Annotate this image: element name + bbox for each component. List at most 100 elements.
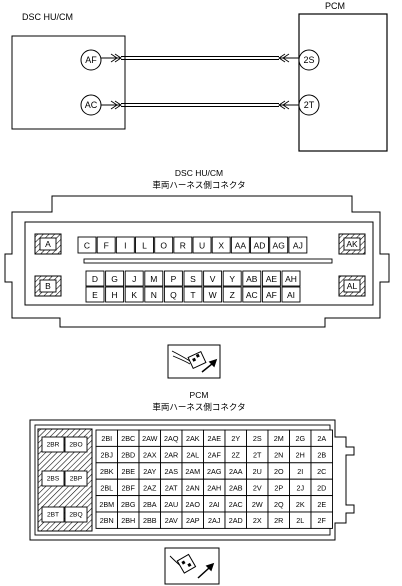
pcm-pin-2be: 2BE: [117, 462, 140, 480]
pcm-pin-2bm-label: 2BM: [99, 500, 114, 509]
pcm-pin-2g: 2G: [289, 429, 312, 447]
pin-label-2s: 2S: [303, 55, 314, 65]
pcm-pin-2ae-label: 2AE: [207, 434, 221, 443]
harness-view-symbol-pcm: [164, 547, 220, 585]
pcm-pin-2an: 2AN: [181, 478, 204, 497]
pcm-pin-2k-label: 2K: [296, 500, 305, 509]
dsc-pin-j: J: [124, 270, 144, 287]
pcm-pin-2bc: 2BC: [117, 429, 140, 447]
dsc-pin-u-label: U: [199, 241, 205, 251]
pcm-pin-2bc-label: 2BC: [121, 434, 135, 443]
pcm-pin-2au-label: 2AU: [164, 500, 178, 509]
pin-label-2t: 2T: [304, 100, 315, 110]
pcm-pin-2bo-label: 2BO: [69, 442, 82, 449]
pcm-pin-2an-label: 2AN: [186, 483, 200, 492]
pcm-pin-2y-label: 2Y: [231, 434, 240, 443]
pcm-pin-2j-label: 2J: [296, 483, 304, 492]
dsc-pin-v: V: [203, 270, 223, 287]
pcm-pin-2ad: 2AD: [224, 511, 247, 529]
pcm-pin-2q: 2Q: [267, 495, 290, 513]
dsc-pin-n-label: N: [151, 290, 157, 300]
dsc-pin-k: K: [124, 286, 144, 303]
dsc-pin-b: B: [34, 275, 62, 297]
pcm-pin-2ah-label: 2AH: [207, 483, 221, 492]
dsc-pin-ai-label: AI: [287, 290, 295, 300]
pcm-pin-2au: 2AU: [160, 495, 183, 513]
pin-circle-2s: 2S: [298, 49, 320, 71]
dsc-pin-o-label: O: [160, 241, 167, 251]
pcm-pin-2bj: 2BJ: [95, 445, 118, 464]
pcm-pin-2as: 2AS: [160, 462, 183, 480]
pcm-pin-2br-label: 2BR: [47, 442, 60, 449]
dsc-pin-i: I: [115, 236, 135, 254]
dsc-pin-ab-label: AB: [246, 274, 258, 284]
pcm-pin-2ap: 2AP: [181, 511, 204, 529]
pcm-pin-2bb: 2BB: [138, 511, 161, 529]
pcm-pin-2az-label: 2AZ: [143, 483, 157, 492]
pcm-pin-2bm: 2BM: [95, 495, 118, 513]
pcm-pin-2l: 2L: [289, 511, 312, 529]
pcm-pin-2s-label: 2S: [253, 434, 262, 443]
pcm-pin-2o: 2O: [267, 462, 290, 480]
pcm-pin-2am: 2AM: [181, 462, 204, 480]
pcm-pin-2r-label: 2R: [274, 516, 283, 525]
pin-circle-ac: AC: [80, 94, 102, 116]
dsc-pin-p-label: P: [171, 274, 177, 284]
dsc-pin-ag: AG: [269, 236, 289, 254]
pcm-pin-2c: 2C: [310, 462, 333, 480]
dsc-pin-f: F: [96, 236, 116, 254]
pin-label-af: AF: [85, 55, 97, 65]
pcm-pin-2ag-label: 2AG: [207, 467, 222, 476]
pcm-pin-2as-label: 2AS: [164, 467, 178, 476]
pcm-pin-2ag: 2AG: [203, 462, 226, 480]
pcm-pin-2ak: 2AK: [181, 429, 204, 447]
pcm-connector-title-line2: 車両ハーネス側コネクタ: [152, 402, 245, 412]
dsc-pin-f-label: F: [104, 241, 109, 251]
pcm-pin-2bh: 2BH: [117, 511, 140, 529]
pcm-pin-2a-label: 2A: [317, 434, 326, 443]
dsc-pin-l-label: L: [142, 241, 147, 251]
pcm-pin-2br: 2BR: [41, 436, 65, 453]
dsc-pin-l: L: [135, 236, 154, 254]
pcm-pin-2bi: 2BI: [95, 429, 118, 447]
pcm-pin-2ay-label: 2AY: [143, 467, 156, 476]
pcm-pin-2l-label: 2L: [296, 516, 304, 525]
pcm-pin-2ax-label: 2AX: [143, 451, 157, 460]
wire-ac-2t: [101, 100, 299, 110]
dsc-pin-aa: AA: [230, 236, 250, 254]
dsc-pin-r: R: [173, 236, 193, 254]
pcm-pin-2bi-label: 2BI: [101, 434, 112, 443]
pcm-pin-2ap-label: 2AP: [186, 516, 200, 525]
pcm-pin-2bg-label: 2BG: [121, 500, 136, 509]
pcm-pin-2am-label: 2AM: [185, 467, 200, 476]
dsc-pin-aj-label: AJ: [293, 241, 303, 251]
dsc-pin-d-label: D: [92, 274, 98, 284]
pin-circle-af: AF: [80, 49, 102, 71]
pcm-pin-2bt-label: 2BT: [47, 512, 59, 519]
dsc-pin-n: N: [144, 286, 164, 303]
pcm-pin-2f: 2F: [310, 511, 333, 529]
dsc-pin-aa-label: AA: [235, 241, 247, 251]
pcm-pin-2z-label: 2Z: [232, 451, 241, 460]
pcm-pin-2w-label: 2W: [252, 500, 263, 509]
pcm-pin-2aa: 2AA: [224, 462, 247, 480]
pcm-pin-2bk-label: 2BK: [100, 467, 114, 476]
pcm-pin-2g-label: 2G: [295, 434, 305, 443]
pcm-pin-2av: 2AV: [160, 511, 183, 529]
dsc-pin-ag-label: AG: [273, 241, 285, 251]
pcm-pin-2bh-label: 2BH: [121, 516, 135, 525]
dsc-pin-p: P: [163, 270, 183, 287]
pcm-pin-2v: 2V: [246, 478, 269, 497]
pcm-pin-2aj: 2AJ: [203, 511, 226, 529]
dsc-pin-v-label: V: [210, 274, 216, 284]
pcm-pin-2aq-label: 2AQ: [164, 434, 179, 443]
pcm-pin-2bg: 2BG: [117, 495, 140, 513]
dsc-pin-w: W: [203, 286, 223, 303]
pcm-pin-2c-label: 2C: [317, 467, 326, 476]
dsc-connector-title-line1: DSC HU/CM: [175, 168, 223, 178]
